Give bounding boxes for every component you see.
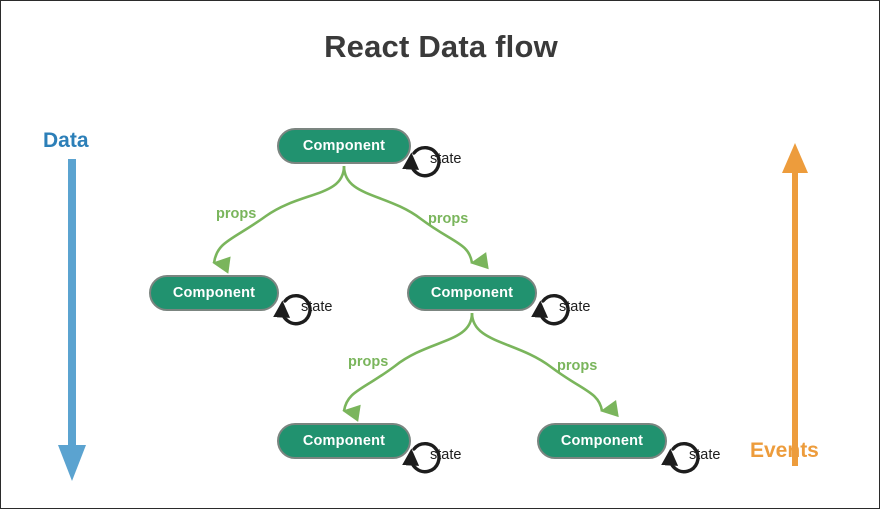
edge-root-to-child-left	[212, 165, 346, 274]
data-axis-arrow	[58, 159, 86, 481]
state-loop-icon-root	[402, 145, 441, 178]
component-node-leaf-right[interactable]: Component	[537, 423, 667, 459]
props-edges	[212, 165, 619, 422]
state-label-child-left: state	[301, 299, 333, 315]
state-label-leaf-right: state	[689, 447, 721, 463]
state-label-leaf-left: state	[430, 447, 462, 463]
state-loop-icon-leaf-right	[661, 441, 700, 474]
props-label-root-to-child-right: props	[428, 211, 469, 227]
props-label-root-to-child-left: props	[216, 206, 257, 222]
data-axis-label: Data	[43, 129, 89, 152]
events-axis-arrow	[782, 143, 808, 466]
props-label-child-right-to-leaf-right: props	[557, 358, 598, 374]
edge-child-right-to-leaf-left	[342, 312, 474, 422]
component-node-child-right[interactable]: Component	[407, 275, 537, 311]
component-node-leaf-left[interactable]: Component	[277, 423, 411, 459]
state-loop-icon-child-left	[273, 293, 312, 326]
component-node-child-left[interactable]: Component	[149, 275, 279, 311]
state-loops	[273, 145, 700, 474]
state-label-root: state	[430, 151, 462, 167]
props-label-child-right-to-leaf-left: props	[348, 354, 389, 370]
edge-child-right-to-leaf-right	[470, 312, 619, 418]
edge-root-to-child-right	[342, 165, 489, 270]
state-loop-icon-child-right	[531, 293, 570, 326]
events-axis-label: Events	[750, 439, 819, 462]
state-loop-icon-leaf-left	[402, 441, 441, 474]
state-label-child-right: state	[559, 299, 591, 315]
page-title: React Data flow	[324, 29, 558, 64]
component-node-root[interactable]: Component	[277, 128, 411, 164]
